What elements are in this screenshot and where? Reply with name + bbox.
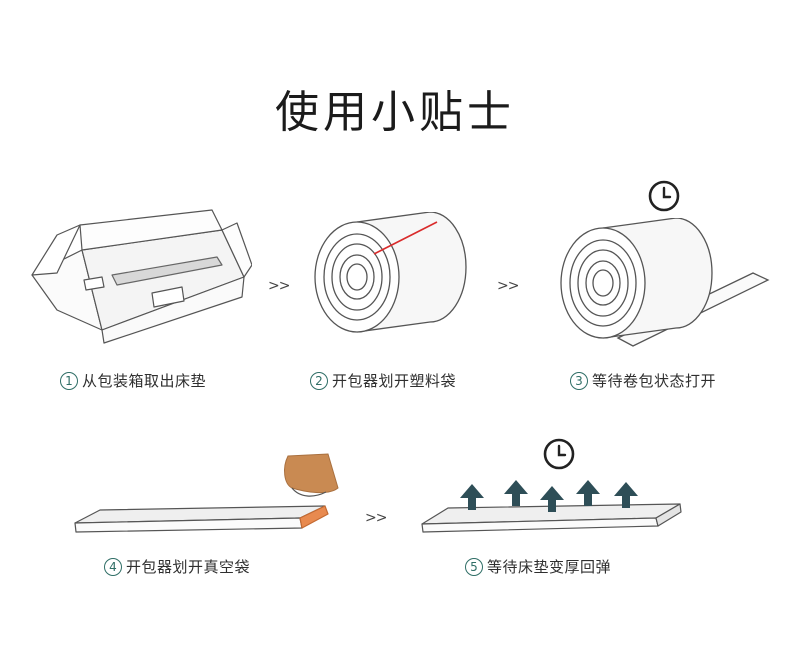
step-2-label: 2 开包器划开塑料袋 [310, 370, 456, 391]
step-3-text: 等待卷包状态打开 [592, 372, 717, 390]
step-5-label: 5 等待床垫变厚回弹 [465, 556, 611, 577]
step-5-number: 5 [465, 557, 483, 576]
step-2-number: 2 [310, 371, 328, 390]
step-1-label: 1 从包装箱取出床垫 [60, 370, 206, 391]
step-4-label: 4 开包器划开真空袋 [104, 556, 250, 577]
step-4-number: 4 [104, 557, 122, 576]
step-2-text: 开包器划开塑料袋 [332, 372, 457, 390]
step-1-number: 1 [60, 371, 78, 390]
page-title: 使用小贴士 [275, 87, 515, 138]
step-3-number: 3 [570, 371, 588, 390]
vacuum-bag-mattress-illustration [74, 453, 339, 533]
separator-3: >> [365, 510, 387, 526]
step-4-text: 开包器划开真空袋 [126, 558, 251, 576]
step-3-label: 3 等待卷包状态打开 [570, 370, 716, 391]
separator-2: >> [497, 278, 519, 294]
open-box-illustration [31, 209, 252, 344]
expanding-mattress-illustration [421, 480, 682, 533]
up-arrow-icon [460, 480, 638, 512]
separator-1: >> [268, 278, 290, 294]
clock-icon [648, 180, 680, 212]
step-5-text: 等待床垫变厚回弹 [487, 558, 612, 576]
rolled-mattress-illustration [314, 212, 467, 333]
step-1-text: 从包装箱取出床垫 [82, 372, 207, 390]
unrolling-mattress-illustration [560, 218, 770, 347]
clock-icon-2 [543, 438, 575, 470]
